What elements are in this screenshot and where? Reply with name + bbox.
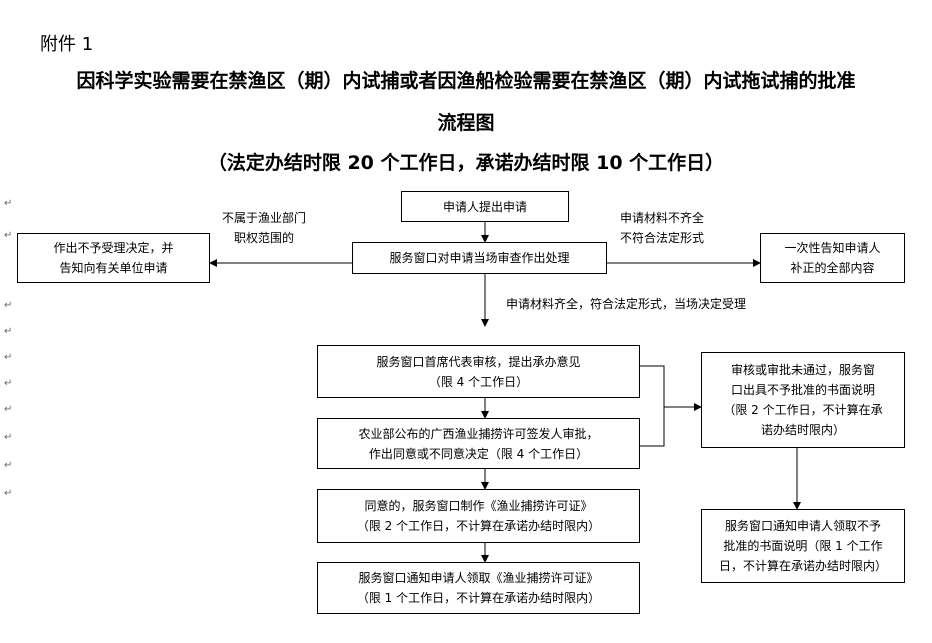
node-reject: 作出不予受理决定，并 告知向有关单位申请 xyxy=(17,233,210,283)
node-not-pass: 审核或审批未通过，服务窗 口出具不予批准的书面说明 （限 2 个工作日，不计算在… xyxy=(701,352,905,448)
node-apply: 申请人提出申请 xyxy=(401,191,569,222)
edge-label-incomplete: 申请材料不齐全 不符合法定形式 xyxy=(620,211,705,245)
paragraph-mark: ↵ xyxy=(4,300,13,311)
node-notify-license: 服务窗口通知申请人领取《渔业捕捞许可证》 （限 1 个工作日，不计算在承诺办结时… xyxy=(317,562,640,614)
paragraph-mark: ↵ xyxy=(4,378,13,389)
node-approval: 农业部公布的广西渔业捕捞许可签发人审批， 作出同意或不同意决定（限 4 个工作日… xyxy=(317,418,640,469)
node-notify-reject: 服务窗口通知申请人领取不予 批准的书面说明（限 1 个工作 日，不计算在承诺办结… xyxy=(701,509,905,583)
paragraph-mark: ↵ xyxy=(4,230,13,241)
page-title: 因科学实验需要在禁渔区（期）内试捕或者因渔船检验需要在禁渔区（期）内试拖试捕的批… xyxy=(76,70,856,92)
paragraph-mark: ↵ xyxy=(4,488,13,499)
paragraph-mark: ↵ xyxy=(4,326,13,337)
node-review: 服务窗口对申请当场审查作出处理 xyxy=(352,242,607,274)
bracket-not-pass xyxy=(640,365,665,447)
paragraph-mark: ↵ xyxy=(4,432,13,443)
page-title-line2: 流程图 xyxy=(437,112,495,134)
node-make-license: 同意的，服务窗口制作《渔业捕捞许可证》 （限 2 个工作日，不计算在承诺办结时限… xyxy=(317,489,640,543)
edge-label-complete: 申请材料齐全，符合法定形式，当场决定受理 xyxy=(506,297,747,311)
paragraph-mark: ↵ xyxy=(4,460,13,471)
paragraph-mark: ↵ xyxy=(4,352,13,363)
paragraph-mark: ↵ xyxy=(4,404,13,415)
attachment-label: 附件 1 xyxy=(40,34,94,55)
paragraph-mark: ↵ xyxy=(4,198,13,209)
edge-label-out-of-scope: 不属于渔业部门 职权范围的 xyxy=(222,211,307,245)
node-first-review: 服务窗口首席代表审核，提出承办意见 （限 4 个工作日） xyxy=(317,345,640,398)
time-limit-subtitle: （法定办结时限 20 个工作日，承诺办结时限 10 个工作日） xyxy=(207,152,725,174)
node-notify-supplement: 一次性告知申请人 补正的全部内容 xyxy=(760,233,905,283)
